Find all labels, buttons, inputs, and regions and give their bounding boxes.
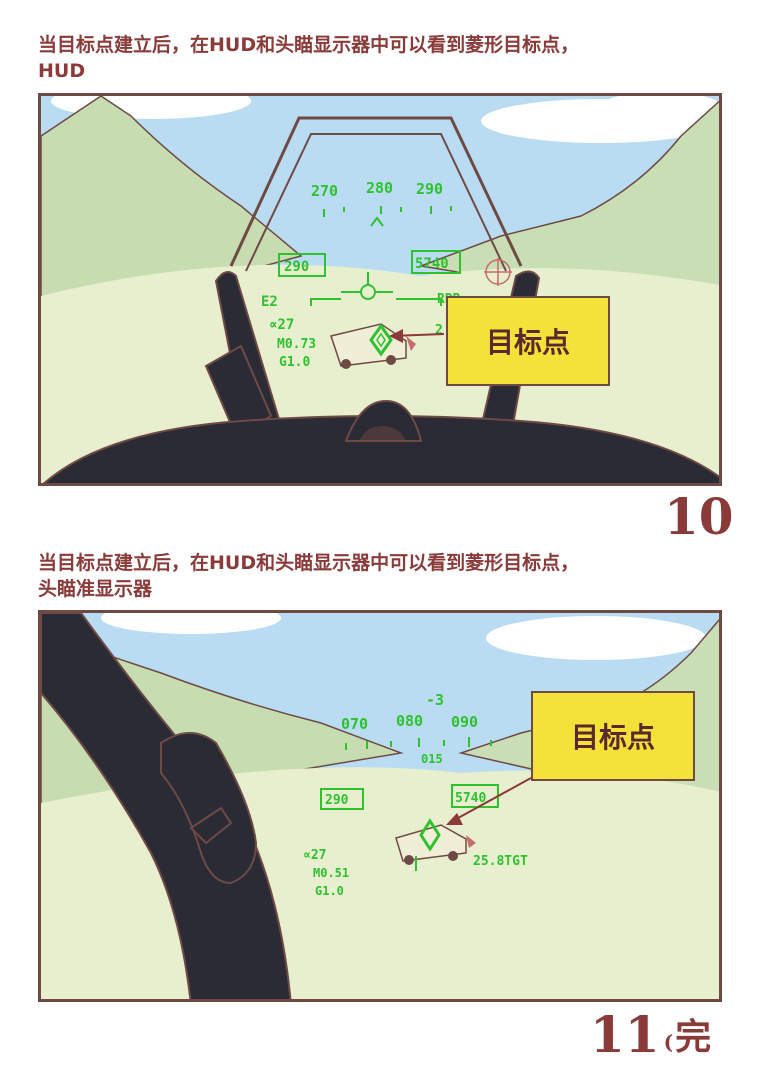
panel-2-number-suffix: 完 xyxy=(675,1017,712,1058)
panel-1-scene: 270 280 290 290 5740 E2 xyxy=(41,96,719,483)
heading-tick-3: 290 xyxy=(416,180,443,198)
panel-2-scene: -3 070 080 090 015 290 5740 ∝27 M0.51 G1… xyxy=(41,613,719,999)
truck-target-2 xyxy=(395,824,476,865)
panel-2-caption-line1: 当目标点建立后，在HUD和头瞄显示器中可以看到菱形目标点， xyxy=(38,552,580,574)
alpha-readout: ∝27 xyxy=(269,317,294,333)
hmd-heading-tick-1: 070 xyxy=(341,715,368,733)
hmd-overlay: -3 070 080 090 015 290 5740 ∝27 M0.51 G1… xyxy=(303,691,528,898)
panel-1-caption-line1: 当目标点建立后，在HUD和头瞄显示器中可以看到菱形目标点， xyxy=(38,34,580,56)
hmd-heading-tick-2: 080 xyxy=(396,712,423,730)
panel-1-caption-line2: HUD xyxy=(38,60,86,82)
hmd-g-readout: G1.0 xyxy=(315,884,344,898)
panel-1: 270 280 290 290 5740 E2 xyxy=(38,93,722,486)
target-point-label-2: 目标点 xyxy=(531,691,695,781)
range-readout: 2 xyxy=(435,323,443,338)
panel-2-number-group: 11 ( 完 xyxy=(590,1005,712,1064)
panel-2: -3 070 080 090 015 290 5740 ∝27 M0.51 G1… xyxy=(38,610,722,1002)
heading-tick-1: 270 xyxy=(311,182,338,200)
hmd-mach-readout: M0.51 xyxy=(313,866,349,880)
target-point-label: 目标点 xyxy=(446,296,610,386)
hmd-altitude-readout: 5740 xyxy=(455,791,486,806)
hmd-airspeed-readout: 290 xyxy=(325,793,349,808)
heading-tick-2: 280 xyxy=(366,179,393,197)
airspeed-readout: 290 xyxy=(284,259,309,275)
altitude-readout: 5740 xyxy=(415,256,449,272)
panel-2-number: 11 xyxy=(590,1005,660,1064)
hmd-diamond-target-marker xyxy=(419,818,441,852)
hud-overlay: 270 280 290 290 5740 E2 xyxy=(261,179,512,370)
panel-1-caption: 当目标点建立后，在HUD和头瞄显示器中可以看到菱形目标点， HUD xyxy=(38,32,738,84)
panel-1-number: 10 xyxy=(664,487,734,546)
diamond-target-marker xyxy=(369,323,393,357)
panel-2-caption: 当目标点建立后，在HUD和头瞄显示器中可以看到菱形目标点， 头瞄准显示器 xyxy=(38,550,738,602)
hmd-alpha-readout: ∝27 xyxy=(303,848,326,863)
hmd-heading-tick-3: 090 xyxy=(451,713,478,731)
panel-2-caption-line2: 头瞄准显示器 xyxy=(38,578,153,600)
g-readout: G1.0 xyxy=(279,355,310,370)
mach-readout: M0.73 xyxy=(277,337,316,352)
pitch-readout: -3 xyxy=(426,691,444,709)
mode-readout: E2 xyxy=(261,294,278,310)
heading-sub-readout: 015 xyxy=(421,752,443,766)
target-range-readout: 25.8TGT xyxy=(473,854,528,869)
